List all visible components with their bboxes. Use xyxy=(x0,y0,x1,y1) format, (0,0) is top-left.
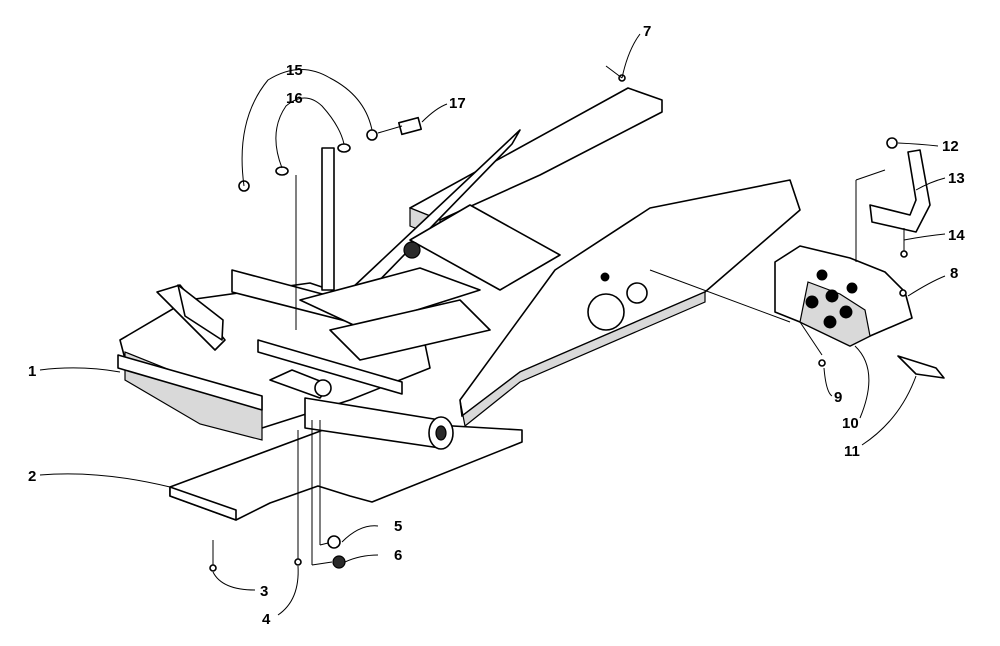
fastener-nut-6 xyxy=(332,555,346,569)
tunnel-rail-upper xyxy=(409,87,663,239)
callout-6: 6 xyxy=(394,547,402,564)
callout-9: 9 xyxy=(834,389,842,406)
callout-10: 10 xyxy=(842,415,859,432)
callout-8: 8 xyxy=(950,265,958,282)
front-upright-right xyxy=(269,369,332,399)
fastener-bolt-17 xyxy=(377,116,423,136)
callout-7: 7 xyxy=(643,23,651,40)
fastener-screw-14 xyxy=(900,228,908,258)
fastener-bolt-3 xyxy=(209,540,217,572)
fastener-washer-16a xyxy=(337,143,351,153)
callout-13: 13 xyxy=(948,170,965,187)
callout-labels: 1 2 3 4 5 6 7 8 9 10 11 12 13 14 15 16 1… xyxy=(28,23,965,628)
steering-post xyxy=(321,147,335,291)
fastener-nut-15a xyxy=(366,129,378,141)
fastener-nut-12 xyxy=(886,137,898,149)
callout-15: 15 xyxy=(286,62,303,79)
fastener-rivet-7 xyxy=(605,65,626,82)
tunnel-inner xyxy=(299,129,561,361)
callout-3: 3 xyxy=(260,583,268,600)
callout-14: 14 xyxy=(948,227,965,244)
callout-4: 4 xyxy=(262,611,271,628)
callout-1: 1 xyxy=(28,363,36,380)
callout-12: 12 xyxy=(942,138,959,155)
small-bracket xyxy=(897,355,945,379)
callout-11: 11 xyxy=(844,443,860,460)
leader-lines xyxy=(39,33,946,616)
fastener-rivet-8 xyxy=(899,289,907,297)
front-axle-tube xyxy=(304,397,454,450)
fastener-nut-5 xyxy=(327,535,341,549)
tunnel-rail-lower xyxy=(459,179,801,428)
callout-16: 16 xyxy=(286,90,303,107)
callout-5: 5 xyxy=(394,518,402,535)
callout-17: 17 xyxy=(449,95,466,112)
handle xyxy=(869,149,931,233)
fastener-bolt-4 xyxy=(294,540,302,566)
fastener-rivet-9 xyxy=(818,359,826,367)
front-upright-left xyxy=(156,284,226,351)
callout-2: 2 xyxy=(28,468,36,485)
rear-bracket xyxy=(774,245,913,347)
base-pan xyxy=(169,419,523,521)
fastener-washer-16b xyxy=(275,166,289,176)
